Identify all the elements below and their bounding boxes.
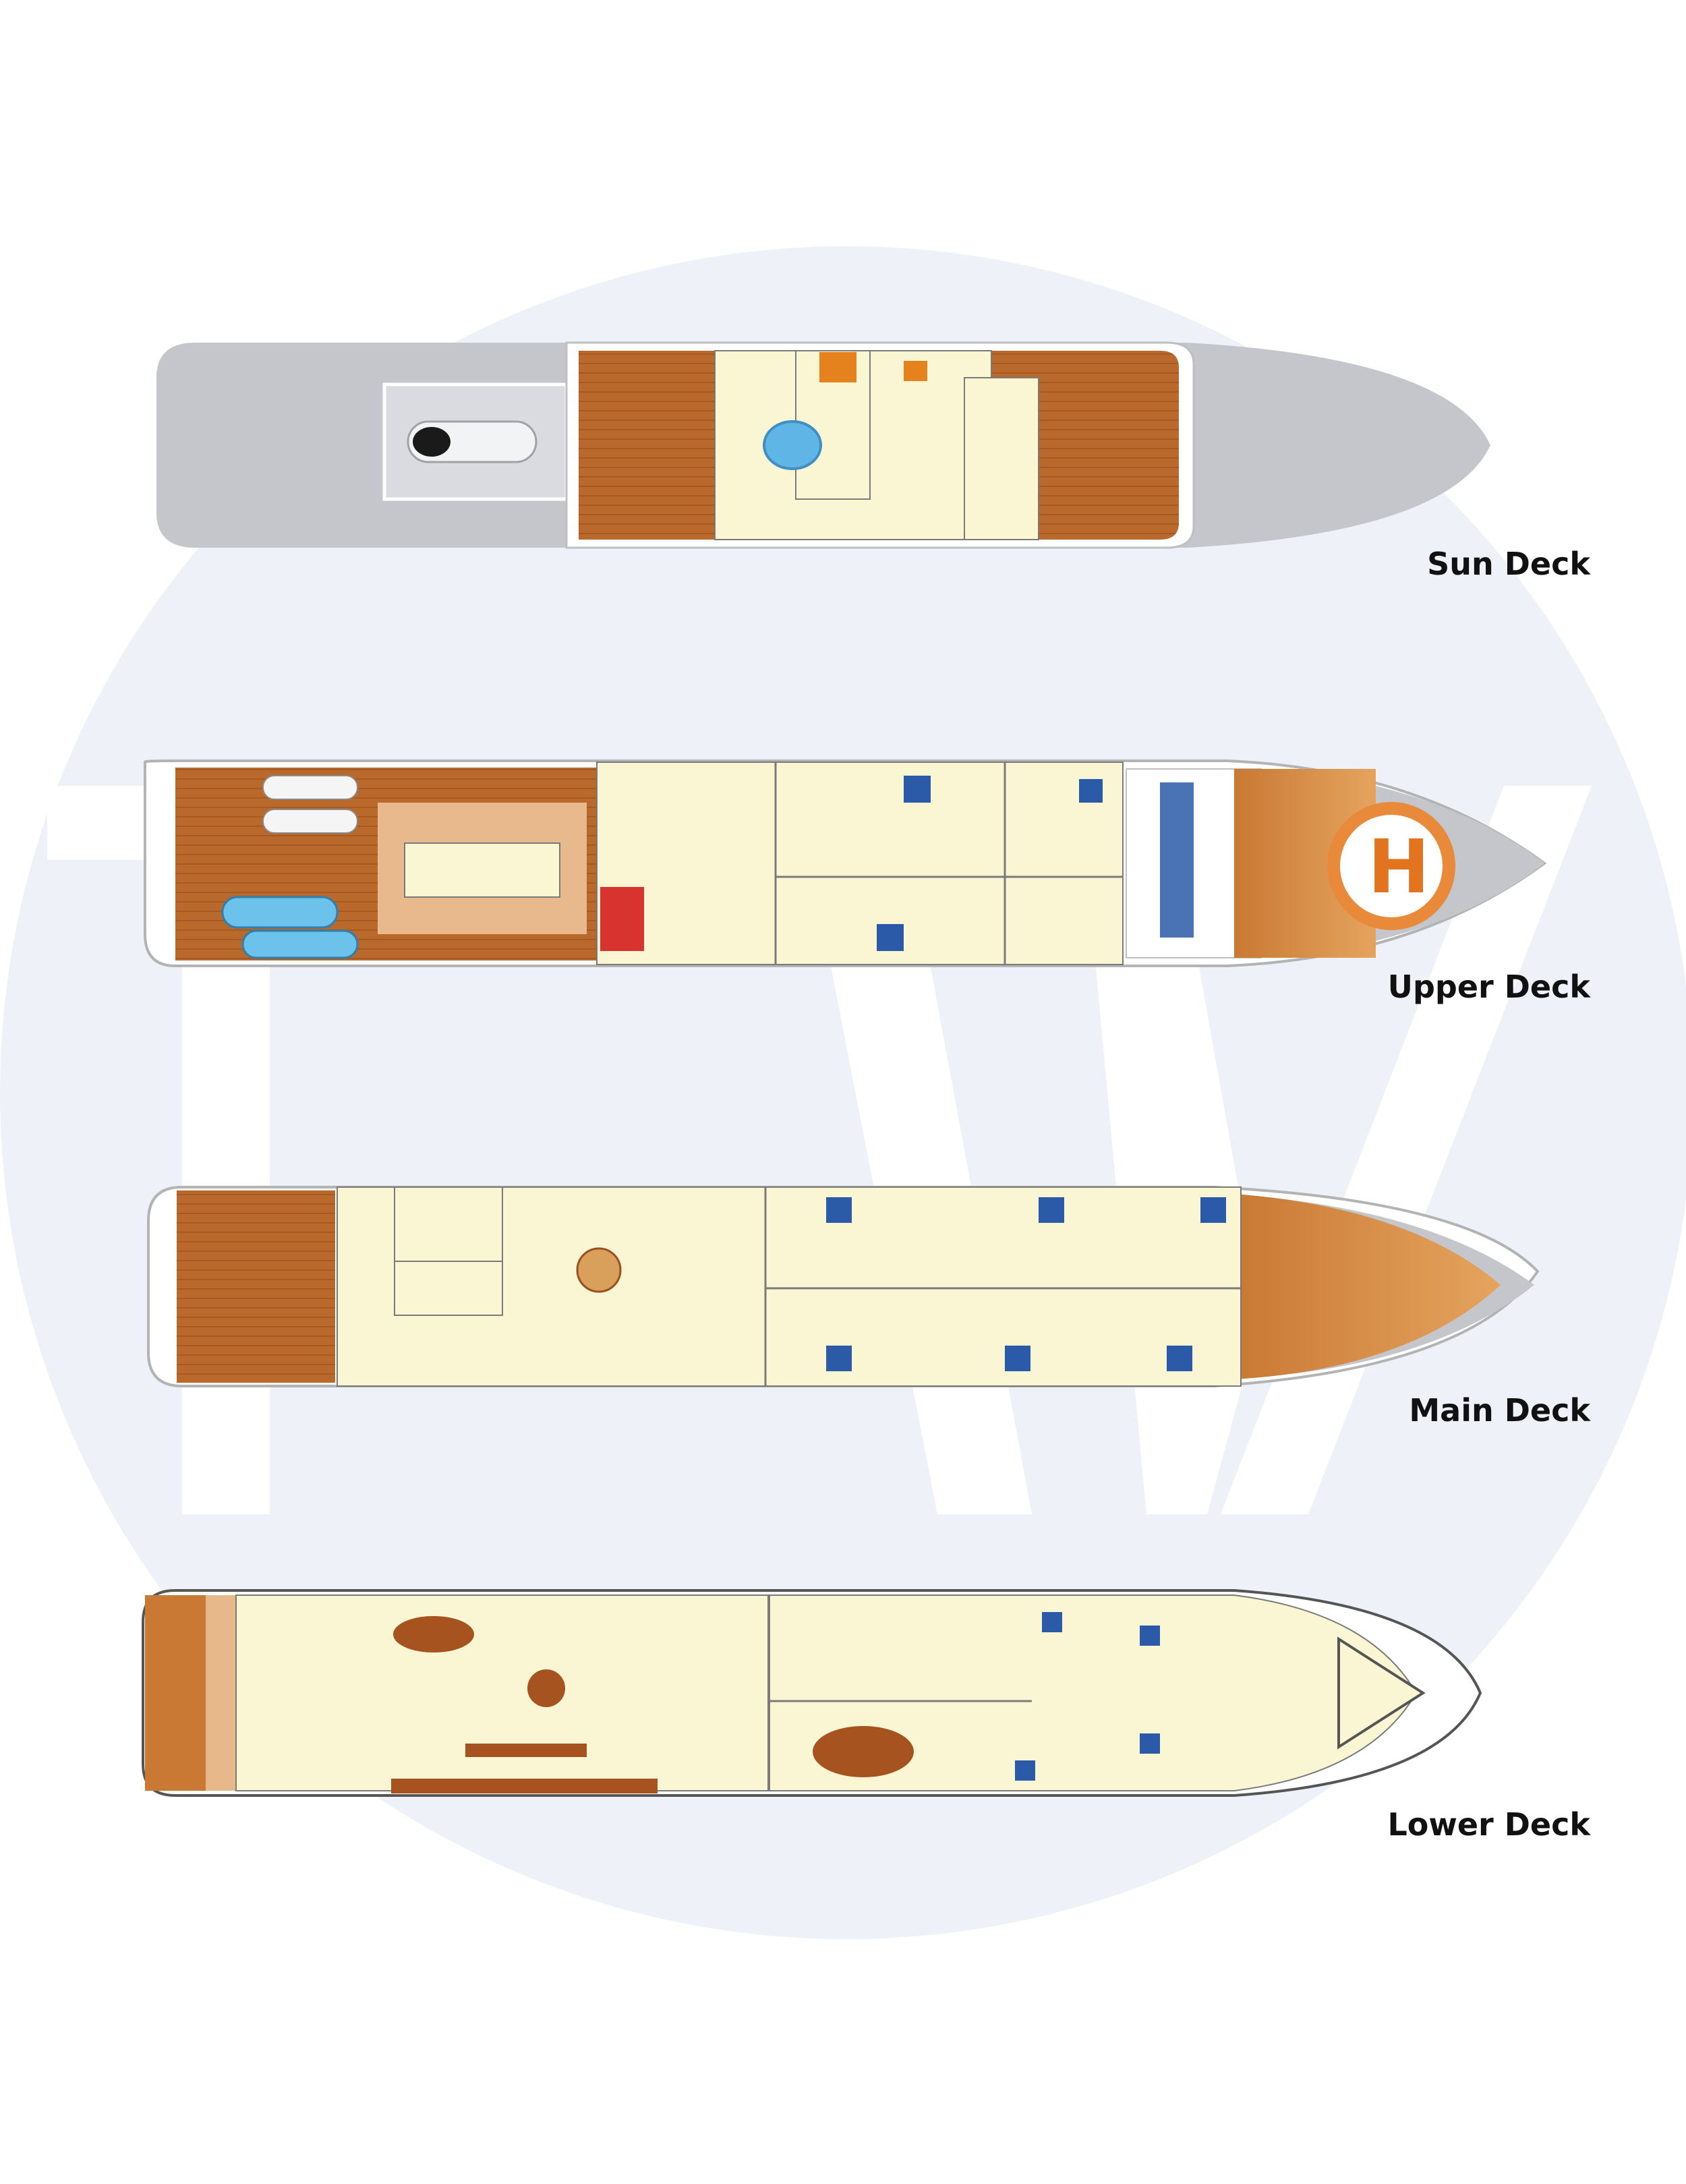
jacuzzi-pool: [763, 420, 822, 470]
lower-deck-dining-table: [393, 1616, 474, 1653]
tender-boat-2: [241, 929, 359, 959]
upper-deck-red-feature: [600, 887, 644, 951]
jet-ski-2: [262, 809, 358, 834]
helipad-letter: H: [1368, 824, 1430, 910]
lower-deck-conference-table: [813, 1726, 914, 1777]
lower-deck-plan: [142, 1589, 1482, 1797]
upper-deck-label: Upper Deck: [1387, 969, 1590, 1005]
jet-ski-1: [262, 775, 358, 800]
main-deck-bow-teak: [1234, 1194, 1501, 1379]
main-deck-round-table: [576, 1247, 622, 1293]
upper-deck-plan: [143, 759, 1547, 967]
lower-deck-round-feature: [527, 1669, 565, 1707]
lower-deck-long-counter: [391, 1779, 658, 1793]
sun-deck-label: Sun Deck: [1427, 546, 1590, 582]
lower-deck-bow-triangle: [1337, 1636, 1426, 1750]
tender-boat-1: [221, 896, 339, 929]
lower-deck-swim-platform: [145, 1595, 206, 1791]
lower-deck-label: Lower Deck: [1387, 1806, 1590, 1843]
upper-deck-interior: [596, 761, 1124, 965]
sun-deck-plan: [156, 341, 1490, 549]
sun-deck-orange-feature: [819, 352, 856, 382]
main-deck-plan: [147, 1186, 1540, 1387]
main-deck-aft-teak: [177, 1190, 335, 1383]
main-deck-label: Main Deck: [1409, 1392, 1590, 1429]
